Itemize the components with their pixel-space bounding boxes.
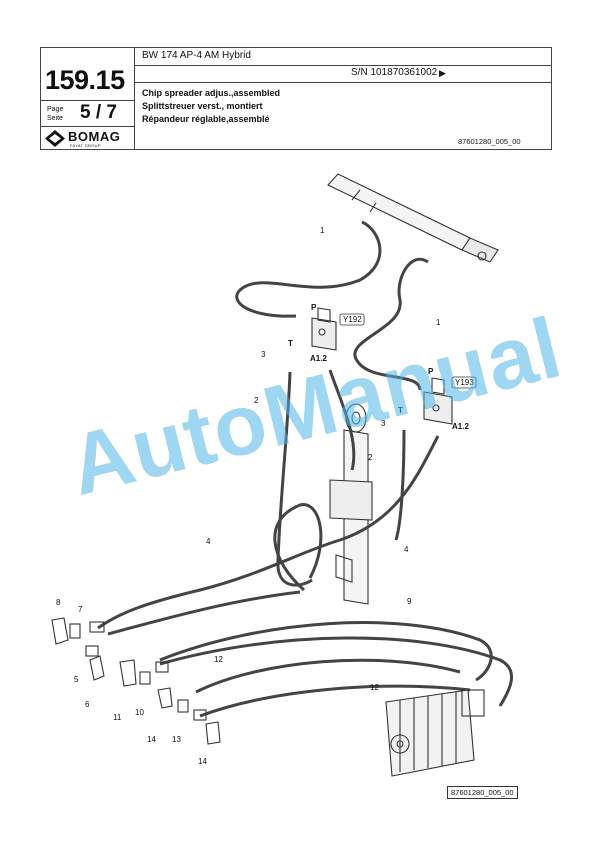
hydraulic-pump	[385, 689, 485, 777]
callout-12: 12	[370, 683, 379, 692]
bomag-logo: BOMAG FAYAT GROUP	[44, 129, 132, 148]
callout-1: 1	[436, 318, 441, 327]
title-de: Splittstreuer verst., montiert	[142, 101, 263, 111]
port-label-p: P	[428, 367, 434, 376]
lower-cylinder	[329, 403, 373, 605]
section-title: Chip spreader adjus.,assembled Splittstr…	[142, 87, 280, 126]
hose-4c	[107, 590, 301, 636]
callout-8: 8	[56, 598, 61, 607]
hose-12b	[199, 684, 471, 718]
valve-block-y192	[311, 307, 337, 351]
valve-block-y193	[423, 377, 453, 425]
title-en: Chip spreader adjus.,assembled	[142, 88, 281, 98]
hose-1b	[353, 257, 429, 391]
callout-12: 12	[214, 655, 223, 664]
callout-4: 4	[206, 537, 211, 546]
model-name: BW 174 AP-4 AM Hybrid	[142, 50, 251, 61]
hose-2b	[328, 369, 356, 471]
divider	[134, 82, 552, 83]
page-label-de: Seite	[47, 115, 63, 122]
bomag-diamond-icon	[45, 130, 65, 147]
valve-label-y192: Y192	[343, 315, 362, 324]
serial-arrow-icon: ▶	[439, 68, 446, 78]
hose-4b	[273, 503, 323, 592]
hose-12a	[195, 658, 461, 694]
callout-2: 2	[368, 453, 373, 462]
callout-6: 6	[85, 700, 90, 709]
page-fraction: 5 / 7	[80, 102, 117, 123]
callout-3: 3	[381, 419, 386, 428]
callout-14: 14	[198, 757, 207, 766]
title-fr: Répandeur réglable,assemblé	[142, 114, 270, 124]
brand-name: BOMAG	[68, 129, 121, 144]
port-label-t: T	[398, 406, 403, 415]
callout-13: 13	[172, 735, 181, 744]
hose-9b	[159, 636, 513, 707]
page-label: Page Seite	[47, 105, 63, 123]
callout-3: 3	[261, 350, 266, 359]
callout-5: 5	[74, 675, 79, 684]
figure-reference: 87601280_005_00	[447, 786, 518, 799]
doc-reference: 87601280_005_00	[458, 137, 521, 146]
header-table: 159.15 Page Seite 5 / 7 BOMAG FAYAT GROU…	[40, 47, 552, 150]
exploded-diagram: 1 1 2 2 3 3 4 4 5 6 7 8 9 10 11 12 12 13…	[51, 173, 513, 777]
port-label-a12: A1.2	[452, 422, 469, 431]
divider	[134, 65, 552, 66]
callout-4: 4	[404, 545, 409, 554]
brand-sub: FAYAT GROUP	[70, 143, 101, 148]
hose-9	[159, 621, 493, 682]
callout-2: 2	[254, 396, 259, 405]
port-label-a12: A1.2	[310, 354, 327, 363]
divider	[41, 100, 134, 101]
port-label-p: P	[311, 303, 317, 312]
divider	[134, 48, 135, 149]
valve-label-y193: Y193	[455, 378, 474, 387]
hose-2c	[394, 429, 406, 541]
callout-10: 10	[135, 708, 144, 717]
callout-7: 7	[78, 605, 83, 614]
hose-2a	[276, 371, 313, 587]
callout-9: 9	[407, 597, 412, 606]
page-label-en: Page	[47, 106, 64, 113]
divider	[41, 126, 134, 127]
port-label-t: T	[288, 339, 293, 348]
upper-cylinder	[327, 173, 499, 263]
hose-1a	[235, 220, 382, 318]
page-number: 159.15	[45, 65, 125, 95]
hose-4a	[97, 435, 440, 630]
serial-number: S/N 101870361002	[351, 67, 438, 78]
callout-14: 14	[147, 735, 156, 744]
callout-1: 1	[320, 226, 325, 235]
callout-11: 11	[113, 713, 122, 722]
fittings-left	[51, 617, 221, 745]
